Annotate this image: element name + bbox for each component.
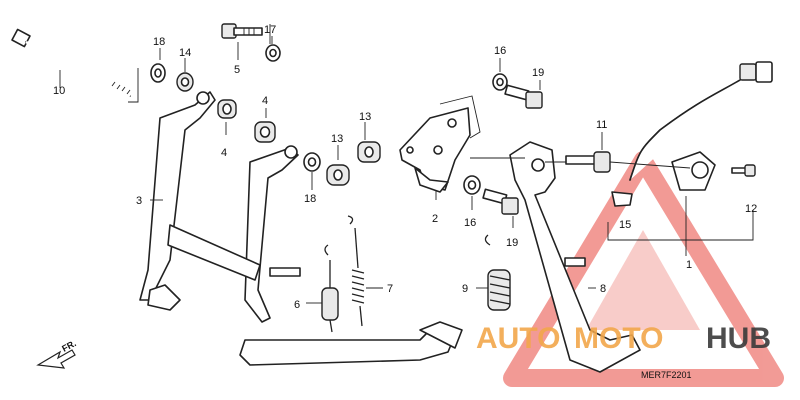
callout-18-top: 18 xyxy=(153,36,165,48)
callout-5: 5 xyxy=(234,64,240,76)
callout-1: 1 xyxy=(686,259,692,271)
callout-15: 15 xyxy=(619,219,631,231)
part-7-spring xyxy=(347,215,365,327)
part-1-side-stand-switch xyxy=(611,61,773,207)
part-12-bolt xyxy=(731,164,756,177)
part-4-collar-left xyxy=(217,99,237,119)
watermark-moto: MOTO xyxy=(574,322,663,355)
callout-8: 8 xyxy=(600,283,606,295)
part-17-washer xyxy=(265,44,281,62)
part-18-washer-top xyxy=(150,63,166,83)
callout-6: 6 xyxy=(294,299,300,311)
callout-4-right: 4 xyxy=(262,95,268,107)
part-18-washer-lower xyxy=(303,152,321,172)
callout-3: 3 xyxy=(136,195,142,207)
callout-14: 14 xyxy=(179,47,191,59)
part-6-spring xyxy=(321,244,339,333)
callout-2: 2 xyxy=(432,213,438,225)
part-3-main-stand xyxy=(139,91,463,366)
watermark-text: AUTO MOTO HUB xyxy=(476,322,771,355)
direction-label: FR. xyxy=(60,338,77,354)
part-2-bracket xyxy=(399,107,471,193)
part-19-bolt-lower xyxy=(482,188,519,215)
watermark-auto: AUTO xyxy=(476,322,560,355)
callout-12: 12 xyxy=(745,203,757,215)
part-16-washer-lower xyxy=(463,175,481,195)
part-4-collar-right xyxy=(254,121,276,143)
part-16-washer-top xyxy=(492,73,508,91)
part-5-bolt xyxy=(221,23,263,39)
callout-17: 17 xyxy=(264,24,276,36)
callout-11: 11 xyxy=(596,119,607,131)
callout-16-lower: 16 xyxy=(464,217,476,229)
watermark-hub: HUB xyxy=(706,322,771,355)
callout-9: 9 xyxy=(462,283,468,295)
front-direction-indicator: FR. xyxy=(36,338,78,369)
callout-10: 10 xyxy=(53,85,65,97)
part-10-long-bolt xyxy=(11,28,131,98)
part-11-nut xyxy=(565,151,611,173)
part-9-spring xyxy=(484,234,511,311)
part-13-collar-top xyxy=(357,141,381,163)
callout-18-lower: 18 xyxy=(304,193,316,205)
callout-4-left: 4 xyxy=(221,147,227,159)
part-13-collar-lower xyxy=(326,164,350,186)
callout-19-lower: 19 xyxy=(506,237,518,249)
callout-13-top: 13 xyxy=(359,111,371,123)
callout-7: 7 xyxy=(387,283,393,295)
part-19-bolt-top xyxy=(504,84,543,109)
leader-lines xyxy=(59,24,754,304)
callout-16-top: 16 xyxy=(494,45,506,57)
drawing-code: MER7F2201 xyxy=(641,370,692,380)
callout-labels: 1 2 3 4 4 5 6 7 8 9 10 11 12 13 13 14 15… xyxy=(53,24,757,311)
callout-19-top: 19 xyxy=(532,67,544,79)
callout-13-lower: 13 xyxy=(331,133,343,145)
watermark-logo xyxy=(503,151,784,387)
part-14-collar xyxy=(176,72,194,92)
part-8-side-stand xyxy=(509,141,641,373)
